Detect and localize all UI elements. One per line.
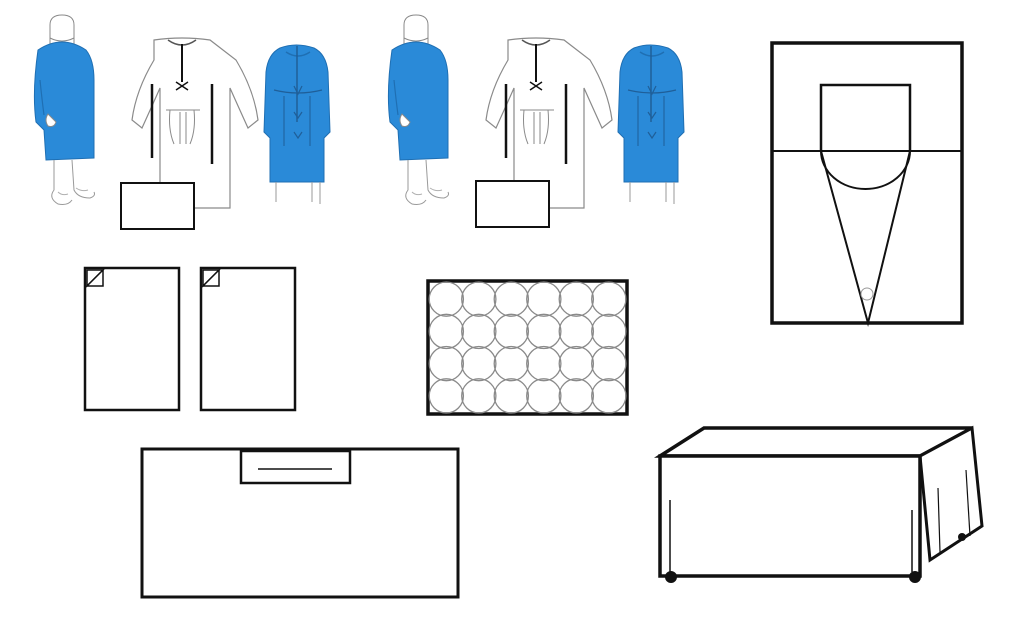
- sponge-circle: [428, 313, 465, 350]
- sponge-circle: [461, 345, 497, 382]
- sponge-circle: [526, 378, 562, 414]
- folded-drape-icon: [199, 266, 297, 412]
- sponge-circle: [461, 281, 497, 317]
- fenestrated-drape: [770, 41, 964, 327]
- surgeon-gown-front-icon: [33, 14, 96, 206]
- sponge-circle: [428, 281, 465, 317]
- gauze-sponges: [426, 279, 629, 416]
- folded-drapes: [83, 266, 297, 412]
- back-table-cover-icon: [658, 454, 922, 578]
- surgeon-gown-front-icon: [387, 14, 450, 206]
- sponge-circle: [493, 345, 530, 382]
- sponge-circle: [591, 378, 627, 414]
- gown-kit-1: [33, 14, 331, 230]
- sponge-circle: [428, 378, 465, 414]
- sponge-circle: [461, 378, 497, 414]
- sponge-circle: [558, 345, 595, 382]
- sponge-circle: [558, 281, 595, 317]
- mayo-stand-cover: [140, 447, 460, 599]
- sponge-circle: [558, 378, 595, 414]
- towel-icon: [120, 182, 195, 230]
- sponge-circle: [428, 345, 465, 382]
- sponge-circle: [591, 281, 627, 317]
- sponge-circle: [526, 313, 562, 350]
- mayo-stand-cover-icon: [140, 447, 460, 599]
- back-table-cover: [653, 425, 984, 583]
- fenestrated-drape-icon: [770, 41, 964, 325]
- sponge-circle: [591, 345, 627, 382]
- sponge-circle: [493, 378, 530, 414]
- sponge-circle: [493, 313, 530, 350]
- gown-back-blue-icon: [263, 44, 331, 205]
- sponge-circle: [526, 345, 562, 382]
- sponge-circle: [591, 313, 627, 350]
- gown-back-blue-icon: [617, 44, 685, 205]
- folded-drape-icon: [83, 266, 181, 412]
- sponge-grid: [428, 281, 627, 414]
- sponge-circle: [461, 313, 497, 350]
- gown-kit-2: [387, 14, 685, 228]
- sponge-circle: [526, 281, 562, 317]
- sponge-circle: [493, 281, 530, 317]
- sponge-circle: [558, 313, 595, 350]
- towel-icon: [475, 180, 550, 228]
